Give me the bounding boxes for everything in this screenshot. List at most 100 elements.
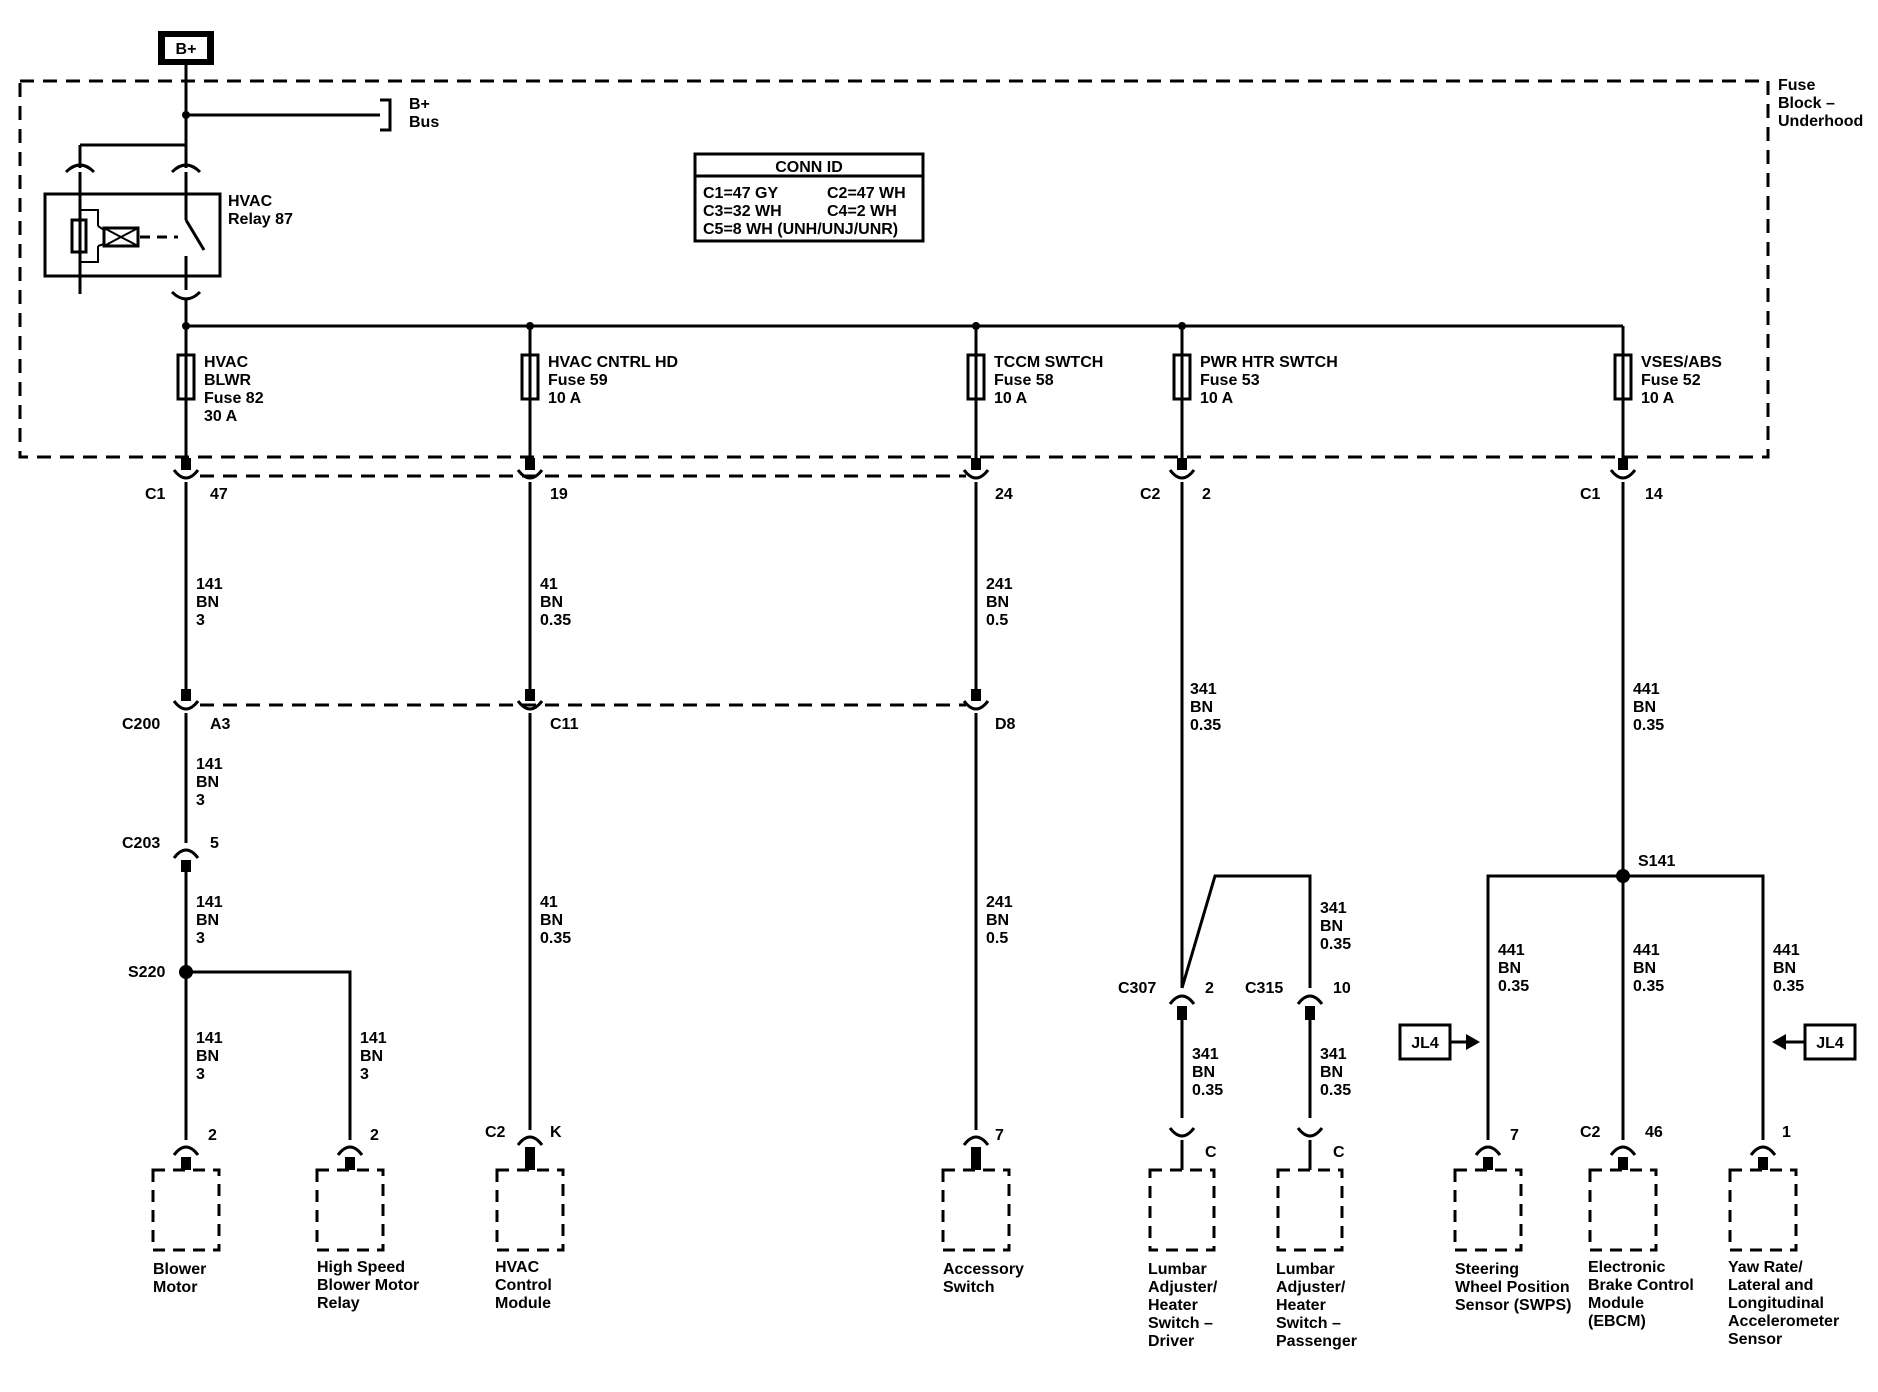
blower-motor-label-2: Motor [153,1279,197,1296]
wire-441-upper-1: 441 [1633,681,1660,698]
ebcm-pin: 46 [1645,1124,1663,1141]
wire-441-b-3: 0.35 [1633,978,1664,995]
fuse-58: TCCM SWTCH Fuse 58 10 A [966,326,1103,458]
wire-41-upper-1: 41 [540,576,558,593]
ebcm-conn: C2 [1580,1124,1601,1141]
wire-441-c-1: 441 [1773,942,1800,959]
fuse-82-line-3: Fuse 82 [204,390,264,407]
conn-id-table: CONN ID C1=47 GY C2=47 WH C3=32 WH C4=2 … [693,152,925,243]
lumbar-pass-label-2: Adjuster/ [1276,1279,1346,1296]
accessory-switch-pin: 7 [995,1127,1004,1144]
wire-241-upper-1: 241 [986,576,1013,593]
wire-141-relay-1: 141 [360,1030,387,1047]
fuse-block-connectors: C1 47 19 24 C2 2 C1 14 [145,458,1663,503]
relay-label-2: Relay 87 [228,211,293,228]
swps-label-1: Steering [1455,1261,1519,1278]
hs-relay-pin: 2 [370,1127,379,1144]
ebcm-label-2: Brake Control [1588,1277,1694,1294]
fuse-52: VSES/ABS Fuse 52 10 A [1613,326,1722,458]
conn-id-c2: C2=47 WH [827,185,906,202]
lumbar-driver-label-4: Switch – [1148,1315,1213,1332]
wire-41-lower-2: BN [540,912,563,929]
yaw-label-2: Lateral and [1728,1277,1813,1294]
c203-connector: C203 5 [122,835,219,872]
fuse-82-line-2: BLWR [204,372,252,389]
bplus-label: B+ [176,41,197,58]
ebcm-label-3: Module [1588,1295,1644,1312]
c315-pin: 10 [1333,980,1351,997]
fuse-block-label-2: Block – [1778,95,1835,112]
wire-441-upper-2: BN [1633,699,1656,716]
wire-441-b-2: BN [1633,960,1656,977]
wire-141-blower-3: 3 [196,1066,205,1083]
fuse-53-line-3: 10 A [1200,390,1234,407]
jl4-left: JL4 [1398,1023,1480,1061]
block-pin-24: 24 [995,486,1013,503]
hvac-relay: HVAC Relay 87 [43,115,293,326]
fuse-52-line-2: Fuse 52 [1641,372,1701,389]
fuse-58-line-2: Fuse 58 [994,372,1054,389]
wire-141-relay-3: 3 [360,1066,369,1083]
fuse-82: HVAC BLWR Fuse 82 30 A [176,326,264,458]
wire-341-upper-1: 341 [1190,681,1217,698]
wire-341-pass-3: 0.35 [1320,1082,1351,1099]
fuse-58-line-1: TCCM SWTCH [994,354,1103,371]
c200-label: C200 [122,716,160,733]
wire-141-upper-1: 141 [196,576,223,593]
block-pin-47: 47 [210,486,228,503]
wire-441-a-1: 441 [1498,942,1525,959]
hs-relay-label-2: Blower Motor [317,1277,419,1294]
fuse-59-line-1: HVAC CNTRL HD [548,354,678,371]
wire-341-pass-2: BN [1320,1064,1343,1081]
swps-pin: 7 [1510,1127,1519,1144]
hs-relay-label-1: High Speed [317,1259,405,1276]
wire-441-c-3: 0.35 [1773,978,1804,995]
wire-341-branch-2: BN [1320,918,1343,935]
fuse-52-line-3: 10 A [1641,390,1675,407]
wire-341-driver-2: BN [1192,1064,1215,1081]
lumbar-driver-label-2: Adjuster/ [1148,1279,1218,1296]
yaw-pin: 1 [1782,1124,1791,1141]
wire-441-upper-3: 0.35 [1633,717,1664,734]
conn-id-c4: C4=2 WH [827,203,897,220]
splice-s220-label: S220 [128,964,165,981]
yaw-label-1: Yaw Rate/ [1728,1259,1803,1276]
wire-141-blower-2: BN [196,1048,219,1065]
lumbar-driver-label-1: Lumbar [1148,1261,1207,1278]
conn-id-c5: C5=8 WH (UNH/UNJ/UNR) [703,221,898,238]
ebcm-label-4: (EBCM) [1588,1313,1646,1330]
fuse-82-line-4: 30 A [204,408,238,425]
hvac-module-pin: K [550,1124,562,1141]
conn-id-title: CONN ID [775,159,843,176]
swps-label-2: Wheel Position [1455,1279,1570,1296]
c200-pin-d8: D8 [995,716,1016,733]
yaw-label-3: Longitudinal [1728,1295,1824,1312]
blower-motor-label-1: Blower [153,1261,206,1278]
electronic-brake-control-module: C2 46 Electronic Brake Control Module (E… [1580,1124,1694,1330]
wire-41-upper-2: BN [540,594,563,611]
block-conn-c1b: C1 [1580,486,1601,503]
lumbar-pass-label-4: Switch – [1276,1315,1341,1332]
wire-141-c203-2: BN [196,912,219,929]
swps-label-3: Sensor (SWPS) [1455,1297,1571,1314]
wire-341-upper-2: BN [1190,699,1213,716]
c200-pin-a3: A3 [210,716,231,733]
wire-341-branch-1: 341 [1320,900,1347,917]
wire-341-upper-3: 0.35 [1190,717,1221,734]
wire-341-driver-1: 341 [1192,1046,1219,1063]
wire-441-a-2: BN [1498,960,1521,977]
lumbar-pass-label-3: Heater [1276,1297,1326,1314]
fuse-block-label-3: Underhood [1778,113,1863,130]
accessory-switch-label-2: Switch [943,1279,995,1296]
c315-connector: C315 10 [1245,980,1351,1020]
wire-141-upper-2: BN [196,594,219,611]
wire-141-c200-1: 141 [196,756,223,773]
jl4-right: JL4 [1772,1023,1857,1061]
wire-41-lower-3: 0.35 [540,930,571,947]
lumbar-pass-pin: C [1333,1144,1345,1161]
lumbar-switch-passenger: C Lumbar Adjuster/ Heater Switch – Passe… [1276,1127,1357,1350]
hvac-module-label-2: Control [495,1277,552,1294]
block-conn-c2: C2 [1140,486,1161,503]
high-speed-blower-motor-relay: 2 High Speed Blower Motor Relay [315,1127,419,1312]
lumbar-pass-label-5: Passenger [1276,1333,1357,1350]
